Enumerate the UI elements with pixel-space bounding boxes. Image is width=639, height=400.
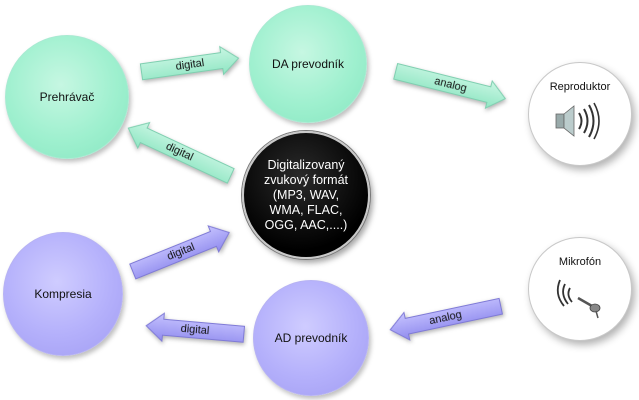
node-format-label: Digitalizovaný zvukový formát (MP3, WAV,… [263, 157, 349, 232]
node-mikrofon: Mikrofón [528, 237, 632, 341]
node-kompresia: Kompresia [3, 232, 123, 356]
node-ad-prevodnik: AD prevodník [253, 280, 369, 396]
node-kompresia-label: Kompresia [34, 287, 92, 301]
node-format: Digitalizovaný zvukový formát (MP3, WAV,… [242, 131, 370, 259]
node-prehravac-label: Prehrávač [39, 90, 95, 104]
arrow-mikrofon-to-ad: analog [386, 291, 505, 344]
node-da-prevodnik: DA prevodník [249, 5, 367, 123]
arrow-format-to-prehravac: digital [121, 114, 238, 190]
node-reproduktor: Reproduktor [528, 62, 632, 166]
node-reproduktor-label: Reproduktor [549, 81, 611, 93]
arrow-kompresia-to-format: digital [126, 218, 236, 286]
arrow-prehravac-to-da: digital [138, 43, 241, 87]
speaker-icon [555, 102, 600, 140]
arrow-label: digital [180, 322, 210, 338]
microphone-icon [556, 279, 601, 319]
node-da-label: DA prevodník [271, 57, 345, 71]
node-ad-label: AD prevodník [274, 331, 348, 345]
arrow-ad-to-kompresia: digital [144, 311, 246, 350]
arrow-da-to-reproduktor: analog [391, 57, 510, 114]
node-mikrofon-label: Mikrofón [558, 256, 602, 268]
node-prehravac: Prehrávač [5, 35, 129, 159]
